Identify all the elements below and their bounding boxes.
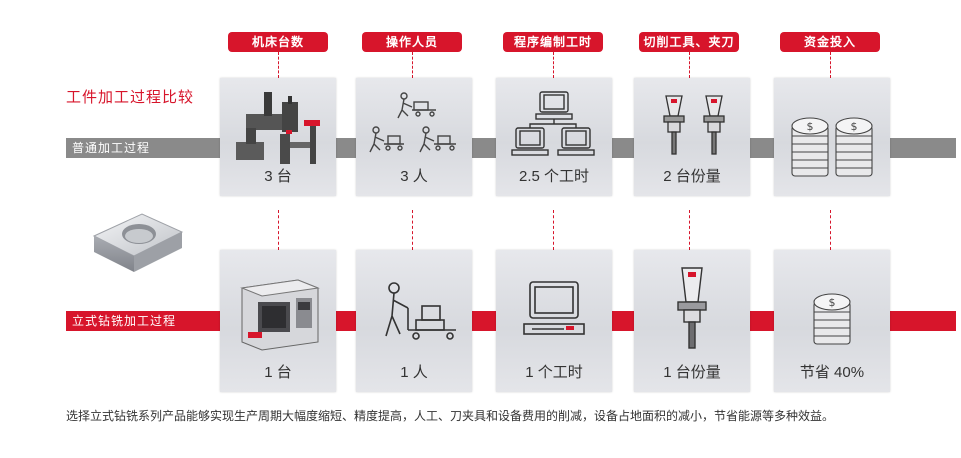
coin-stacks-icon: $ $ [791,117,873,177]
card-vertical-tooling: 1 台份量 [634,250,750,392]
metal-block-icon [92,213,184,272]
svg-text:$: $ [807,120,814,133]
connector [689,52,690,78]
cnc-machine-icon [240,279,320,351]
tool-holders-icon [663,95,725,155]
tool-holder-icon [677,267,707,349]
column-header-machine-count: 机床台数 [228,32,328,52]
caption: 3 人 [400,168,428,185]
card-vertical-investment: $ 节省 40% [774,250,890,392]
caption: 2.5 个工时 [518,168,590,185]
vertical-milling-process-label: 立式钻铣加工过程 [72,314,177,328]
column-header-operators: 操作人员 [362,32,462,52]
coin-stack-icon: $ [813,293,851,345]
caption: 节省 40% [799,364,865,381]
caption: 1 台 [264,364,292,381]
connector [689,210,690,250]
column-header-cutting-tools: 切削工具、夹刀 [639,32,739,52]
caption: 2 台份量 [663,168,721,185]
connector [830,52,831,78]
card-conventional-programming: 2.5 个工时 [496,78,612,196]
caption: 1 台份量 [663,364,721,381]
svg-text:$: $ [829,296,836,309]
connector [278,210,279,250]
caption: 1 人 [400,364,428,381]
card-vertical-programming: 1 个工时 [496,250,612,392]
connector [553,210,554,250]
column-header-programming-hours: 程序编制工时 [503,32,603,52]
caption: 3 台 [264,168,292,185]
svg-text:$: $ [851,120,858,133]
caption: 1 个工时 [525,364,583,381]
connector [412,52,413,78]
card-vertical-operators: 1 人 [356,250,472,392]
conventional-process-label: 普通加工过程 [72,141,151,155]
connector [412,210,413,250]
connector [553,52,554,78]
connector [830,210,831,250]
card-conventional-operators: 3 人 [356,78,472,196]
column-header-investment: 资金投入 [780,32,880,52]
card-conventional-tooling: 2 台份量 [634,78,750,196]
card-vertical-machines: 1 台 [220,250,336,392]
connector [278,52,279,78]
footer-note: 选择立式钻铣系列产品能够实现生产周期大幅度缩短、精度提高，人工、刀夹具和设备费用… [66,409,835,423]
machine-tools-icon [236,92,320,164]
worker-with-cart-icon [385,282,456,340]
computers-icon [511,91,595,156]
workers-with-carts-icon [369,92,456,153]
computer-icon [523,281,585,335]
page-title: 工件加工过程比较 [66,89,195,106]
card-conventional-investment: $ $ [774,78,890,196]
card-conventional-machines: 3 台 [220,78,336,196]
